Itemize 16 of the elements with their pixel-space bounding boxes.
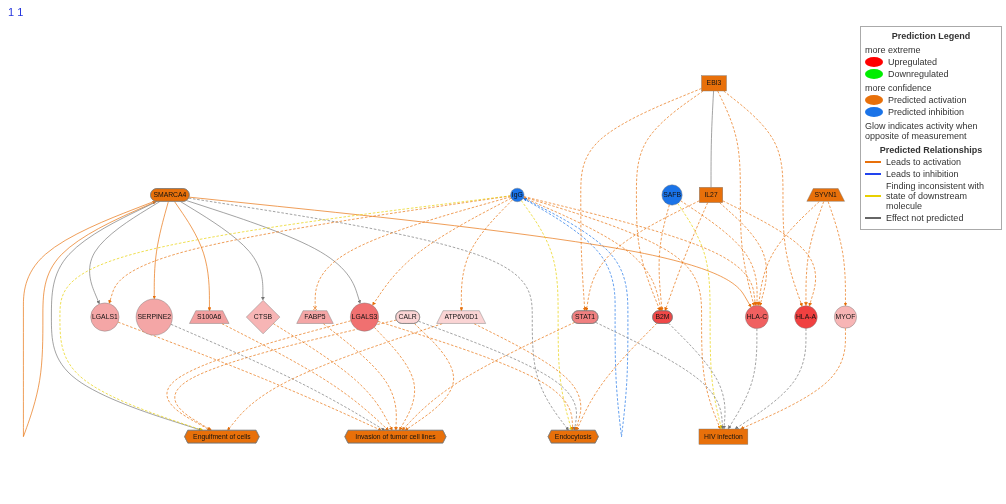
legend-text: Predicted inhibition [888,107,965,117]
legend-heading: more confidence [865,83,933,93]
legend-text: Leads to activation [886,157,962,167]
legend-text: Effect not predicted [886,213,964,223]
legend-heading: more extreme [865,45,922,55]
legend-text: Finding inconsistent with state of downstream molecule [886,181,986,211]
legend-heading: Predicted Relationships [878,145,984,155]
legend-text: Predicted activation [888,95,967,105]
legend-title: Prediction Legend [890,31,972,41]
legend-text: Leads to inhibition [886,169,959,179]
arrow [23,200,157,437]
page-number: 1 1 [8,6,24,18]
legend-text: Upregulated [888,57,938,67]
legend-text: Downregulated [888,69,949,79]
connector [710,90,714,188]
legend-note: Glow indicates activity when opposite of measurement [865,121,979,141]
